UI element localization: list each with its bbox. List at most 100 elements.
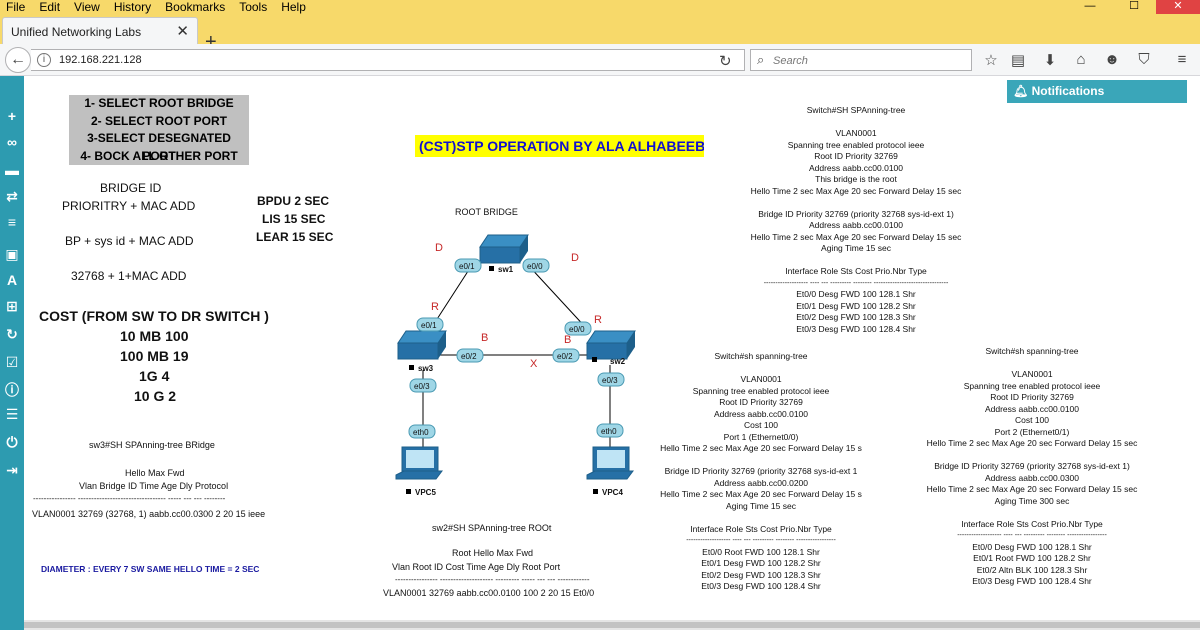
text-align-icon[interactable]: ≡ (7, 214, 17, 230)
sw1-line-1 (745, 117, 967, 129)
tab-unified-networking-labs[interactable]: Unified Networking Labs ✕ (2, 17, 198, 44)
download-icon[interactable]: ⬇ (1043, 52, 1057, 69)
sw3-line-10: Bridge ID Priority 32769 (priority 32768… (934, 461, 1130, 471)
menu-edit[interactable]: Edit (39, 0, 61, 14)
switch-sw2[interactable]: sw2 (586, 330, 636, 366)
smiley-icon[interactable]: ☻ (1104, 51, 1120, 68)
timer-bpdu: BPDU 2 SEC (257, 194, 330, 208)
port-sw3-e0-1: e0/1 (421, 321, 437, 330)
sw1-line-2: VLAN0001 (835, 128, 877, 138)
cost-title: COST (FROM SW TO DR SWITCH ) (39, 308, 269, 324)
refresh-icon[interactable]: ↻ (6, 326, 18, 342)
sw1-line-4: Root ID Priority 32769 (814, 151, 898, 161)
bridge-id-title: BRIDGE ID (100, 181, 162, 195)
role-b-left: B (481, 332, 488, 344)
menu-view[interactable]: View (74, 0, 100, 14)
sw1-line-11: Hello Time 2 sec Max Age 20 sec Forward … (750, 231, 962, 242)
sw3-spanning-tree-output: Switch#sh spanning-tree VLAN0001 Spannin… (921, 346, 1143, 588)
pocket-icon[interactable]: ⛉ (1138, 51, 1150, 68)
role-b-right: B (564, 334, 571, 346)
disk-icon[interactable]: ▬ (5, 162, 19, 178)
sw3-line-18: Et0/1 Root FWD 100 128.2 Shr (973, 553, 1091, 563)
logout-icon[interactable]: ⇥ (6, 462, 18, 478)
menu-file[interactable]: File (6, 0, 26, 14)
window-close-icon[interactable]: ✕ (1156, 0, 1200, 14)
sw3-line-9 (921, 450, 1143, 462)
tab-close-icon[interactable]: ✕ (176, 23, 189, 40)
sw2-line-12: Hello Time 2 sec Max Age 20 sec Forward … (660, 489, 862, 499)
menu-help[interactable]: Help (281, 0, 306, 14)
switch-sw1[interactable]: sw1 (479, 234, 529, 274)
diameter-note: DIAMETER : EVERY 7 SW SAME HELLO TIME = … (41, 564, 260, 574)
text-icon[interactable]: A (6, 272, 18, 288)
bridge-id-line2: BP + sys id + MAC ADD (65, 234, 194, 248)
sw2-root-cmd: sw2#SH SPAnning-tree ROOt (432, 523, 552, 533)
sw3-line-17: Et0/0 Desg FWD 100 128.1 Shr (972, 541, 1092, 552)
timer-learning: LEAR 15 SEC (256, 230, 334, 244)
sw1-line-8 (745, 197, 967, 209)
role-r-right: R (594, 314, 602, 326)
pc-vpc4[interactable]: VPC4 (586, 446, 634, 497)
sw3-line-0: Switch#sh spanning-tree (985, 346, 1079, 356)
menu-bar: File Edit View History Bookmarks Tools H… (0, 0, 1200, 14)
menu-tools[interactable]: Tools (239, 0, 268, 14)
sw2-line-6: Cost 100 (743, 420, 779, 430)
home-icon[interactable]: ⌂ (1076, 51, 1086, 68)
notifications-button[interactable]: 🔔︎ Notifications (1007, 80, 1187, 103)
sw1-line-6: This bridge is the root (815, 174, 897, 184)
sw2-line-9 (658, 455, 864, 467)
swap-icon[interactable]: ⇄ (6, 188, 18, 204)
vpc5-label: VPC5 (415, 488, 436, 497)
power-icon[interactable]: ⏻ (6, 434, 18, 450)
image-icon[interactable]: ▣ (5, 246, 19, 262)
minimize-icon[interactable]: — (1084, 0, 1096, 12)
sw3-line-5: Address aabb.cc00.0100 (984, 403, 1080, 414)
bookmark-star-icon[interactable]: ☆ (984, 52, 998, 69)
sw3-bridge-separator: ---------------- -----------------------… (33, 494, 226, 503)
sw2-line-20: Et0/3 Desg FWD 100 128.4 Shr (701, 581, 821, 591)
sw3-line-11: Address aabb.cc00.0300 (984, 472, 1080, 483)
step-2: 2- SELECT ROOT PORT (90, 113, 227, 128)
sw1-line-18: Et0/2 Desg FWD 100 128.3 Shr (796, 312, 916, 322)
checkbox-icon[interactable]: ☑ (5, 354, 19, 370)
hamburger-menu-icon[interactable]: ≡ (1177, 51, 1187, 68)
cost-10mb: 10 MB 100 (120, 328, 189, 344)
scrollbar-thumb[interactable] (24, 622, 1200, 628)
pc-vpc5[interactable]: VPC5 (395, 446, 443, 497)
sw3-bridge-header2: Vlan Bridge ID Time Age Dly Protocol (79, 481, 229, 491)
list-icon[interactable]: ☰ (5, 406, 19, 422)
reading-list-icon[interactable]: ▤ (1010, 52, 1026, 69)
link-icon[interactable]: ∞ (7, 134, 17, 150)
grid-icon[interactable]: ⊞ (6, 298, 18, 314)
sw1-line-5: Address aabb.cc00.0100 (808, 162, 904, 173)
back-button[interactable]: ← (5, 47, 31, 73)
sw1-line-14: Interface Role Sts Cost Prio.Nbr Type (785, 266, 927, 276)
sw1-line-0: Switch#SH SPAnning-tree (806, 105, 906, 115)
role-d-left: D (435, 242, 443, 254)
tab-title: Unified Networking Labs (11, 25, 142, 39)
reload-icon[interactable]: ↻ (719, 53, 732, 70)
menu-bookmarks[interactable]: Bookmarks (165, 0, 226, 14)
sw1-line-9: Bridge ID Priority 32769 (priority 32768… (758, 208, 954, 219)
maximize-icon[interactable]: ☐ (1129, 0, 1139, 12)
switch-sw3[interactable]: sw3 (397, 330, 447, 373)
info-circle-icon[interactable]: ⓘ (5, 382, 19, 398)
cost-10g: 10 G 2 (134, 388, 177, 404)
sw2-line-7: Port 1 (Ethernet0/0) (723, 431, 799, 442)
horizontal-scrollbar[interactable] (24, 620, 1200, 630)
add-icon[interactable]: + (7, 108, 17, 124)
vpc4-label: VPC4 (602, 488, 623, 497)
sw2-line-14 (658, 512, 864, 524)
search-input[interactable]: ⌕ Search (750, 49, 972, 71)
info-icon[interactable]: i (37, 53, 51, 67)
port-sw1-e0-0: e0/0 (527, 262, 543, 271)
menu-history[interactable]: History (113, 0, 152, 14)
sw2-line-16: ------------------- ---- --- --------- -… (686, 537, 836, 544)
url-bar[interactable]: i 192.168.221.128 (31, 49, 745, 71)
sw3-line-14 (921, 507, 1143, 519)
sw2-line-10: Bridge ID Priority 32769 (priority 32768… (664, 466, 858, 476)
window-controls: — ☐ ✕ (1068, 0, 1200, 14)
sw2-line-0: Switch#sh spanning-tree (714, 351, 808, 361)
new-tab-icon[interactable]: + (205, 31, 217, 53)
sw2-line-11: Address aabb.cc00.0200 (713, 477, 809, 488)
